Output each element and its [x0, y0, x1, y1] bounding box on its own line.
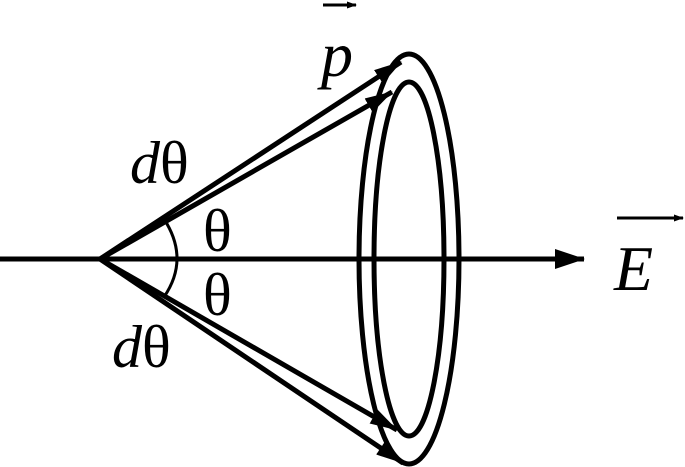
dipole-arrow-upper-inner [98, 89, 394, 262]
dtheta-upper-d: d [130, 130, 161, 196]
dtheta-upper-label: dθ [130, 130, 189, 196]
e-vector-label: E [613, 233, 653, 304]
theta-lower-label: θ [203, 262, 232, 328]
dtheta-upper-theta: θ [160, 130, 189, 196]
dipole-arrow-upper-outer [98, 59, 403, 262]
dipole-arrow-lower-outer [98, 256, 405, 466]
theta-angle-arc [162, 218, 179, 298]
dtheta-lower-d: d [112, 314, 143, 380]
p-vector-label: p [317, 19, 353, 90]
theta-upper-label: θ [203, 198, 232, 264]
dtheta-lower-label: dθ [112, 314, 171, 380]
dipole-arrow-lower-inner [98, 256, 399, 433]
dtheta-lower-theta: θ [142, 314, 171, 380]
